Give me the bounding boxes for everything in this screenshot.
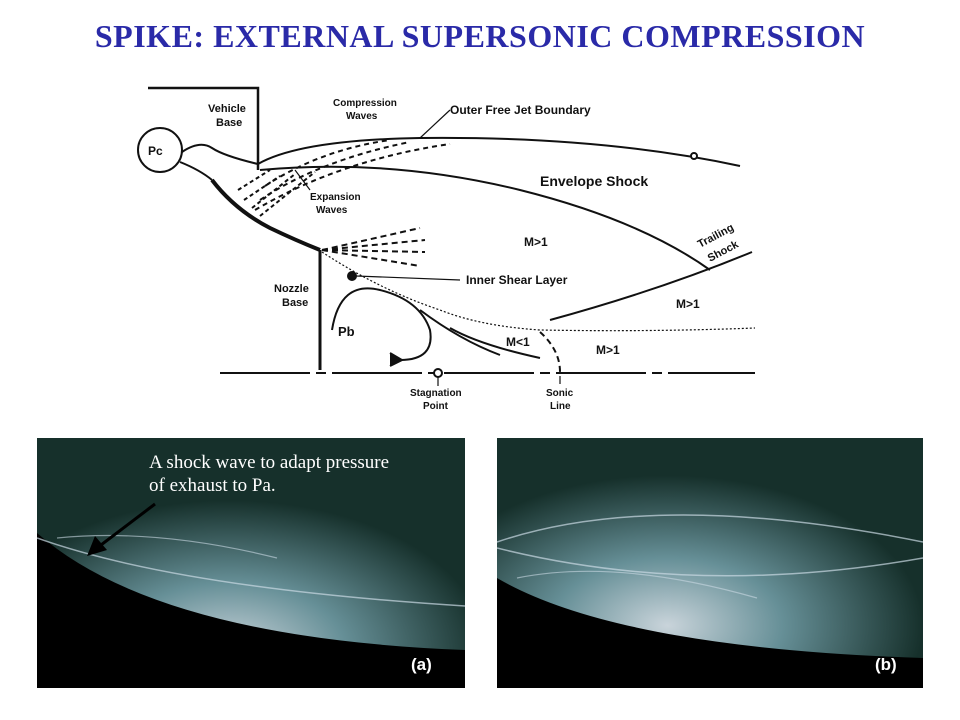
svg-text:M>1: M>1 [596, 343, 620, 357]
svg-text:Base: Base [282, 297, 308, 309]
leader-line [294, 169, 311, 191]
expansion-waves-label: Waves [316, 205, 348, 216]
compression-waves-label: Waves [346, 111, 378, 122]
panel-label-a: (a) [411, 655, 432, 674]
stagnation-point-marker [433, 368, 443, 378]
vehicle-base-label: Base [216, 117, 242, 129]
vehicle-base-outline [148, 86, 260, 170]
svg-text:Point: Point [423, 401, 449, 412]
outer-free-jet-boundary [257, 136, 741, 167]
slide-title: SPIKE: EXTERNAL SUPERSONIC COMPRESSION [94, 18, 866, 54]
svg-text:Nozzle: Nozzle [274, 283, 309, 295]
sonic-line [539, 331, 561, 373]
svg-text:Vehicle: Vehicle [208, 103, 246, 115]
svg-text:Expansion: Expansion [310, 192, 361, 203]
shock-caption-line1: A shock wave to adapt pressure [149, 452, 389, 473]
envelope-shock [259, 165, 711, 271]
svg-text:A shock wave to adapt pressure: A shock wave to adapt pressure [149, 452, 389, 473]
chamber-circle [137, 127, 183, 173]
sonic-line-label: Line [550, 401, 571, 412]
expansion-fan [321, 239, 426, 251]
svg-text:Pc: Pc [148, 144, 163, 158]
shock-wave [516, 570, 758, 599]
svg-text:(b): (b) [875, 655, 897, 674]
mach-label-lower: M>1 [596, 343, 620, 357]
mach-label-upper: M>1 [524, 235, 548, 249]
expansion-wave [259, 171, 316, 217]
leader-line [355, 275, 461, 281]
svg-text:Waves: Waves [316, 205, 348, 216]
expansion-fan [321, 249, 426, 253]
shock-wave [497, 547, 923, 577]
svg-text:Inner Shear Layer: Inner Shear Layer [466, 273, 568, 287]
pc-label: Pc [148, 144, 163, 158]
pointer-arrowhead [87, 536, 107, 556]
expansion-wave [251, 173, 296, 209]
svg-text:Pb: Pb [338, 324, 355, 339]
shock-wave [37, 537, 465, 607]
inner-shear-layer-label: Inner Shear Layer [466, 273, 568, 287]
nozzle-throat-upper [181, 143, 259, 165]
svg-text:Outer Free Jet Boundary: Outer Free Jet Boundary [450, 103, 591, 117]
svg-text:Compression: Compression [333, 98, 397, 109]
envelope-shock-label: Envelope Shock [540, 173, 648, 189]
spike-body [497, 578, 923, 688]
spike-contour [210, 178, 321, 252]
spike-body [37, 533, 465, 688]
expansion-wave [237, 169, 271, 191]
svg-text:M<1: M<1 [506, 335, 530, 349]
mach-label-subsonic: M<1 [506, 335, 530, 349]
expansion-fan [321, 249, 421, 267]
vehicle-base-label: Vehicle [208, 103, 246, 115]
outer-free-jet-label: Outer Free Jet Boundary [450, 103, 591, 117]
sonic-line-label: Sonic [546, 388, 574, 399]
shock-wave [56, 534, 278, 559]
recirculation-loop [331, 287, 432, 361]
svg-text:M>1: M>1 [676, 297, 700, 311]
shock-caption-line2: of exhaust to Pa. [149, 475, 276, 496]
recirculation-arrow [389, 352, 405, 367]
leader-line [419, 109, 451, 139]
flow-arrow [449, 327, 541, 359]
panel-label-b: (b) [875, 655, 897, 674]
stagnation-point-label: Stagnation [410, 388, 462, 399]
flow-arrow [419, 309, 501, 356]
compression-wave [264, 139, 391, 187]
nozzle-base-label: Base [282, 297, 308, 309]
svg-text:Sonic: Sonic [546, 388, 574, 399]
schlieren-photo-b: (b) [497, 438, 923, 688]
svg-text:Base: Base [216, 117, 242, 129]
stagnation-point-label: Point [423, 401, 449, 412]
mach-label-right: M>1 [676, 297, 700, 311]
spike-flow-diagram: Vehicle Base Pc Compression Waves Outer … [137, 86, 756, 412]
nozzle-throat-lower [179, 161, 213, 181]
expansion-wave [243, 175, 281, 201]
svg-text:of exhaust to Pa.: of exhaust to Pa. [149, 475, 276, 496]
svg-text:(a): (a) [411, 655, 432, 674]
pb-label: Pb [338, 324, 355, 339]
shear-start-marker [347, 271, 357, 281]
svg-text:Line: Line [550, 401, 571, 412]
jet-boundary-marker [690, 152, 698, 160]
expansion-waves-label: Expansion [310, 192, 361, 203]
schlieren-photo-a: A shock wave to adapt pressure of exhaus… [37, 438, 465, 688]
pointer-arrow [96, 502, 156, 550]
svg-text:Waves: Waves [346, 111, 378, 122]
svg-text:Stagnation: Stagnation [410, 388, 462, 399]
compression-wave [259, 141, 411, 201]
compression-waves-label: Compression [333, 98, 397, 109]
svg-text:Envelope Shock: Envelope Shock [540, 173, 648, 189]
expansion-fan [321, 227, 421, 251]
compression-wave [254, 143, 451, 211]
svg-text:M>1: M>1 [524, 235, 548, 249]
nozzle-base-label: Nozzle [274, 283, 309, 295]
shock-wave [497, 514, 923, 543]
trailing-shock [549, 251, 753, 321]
inner-shear-layer [321, 251, 756, 332]
